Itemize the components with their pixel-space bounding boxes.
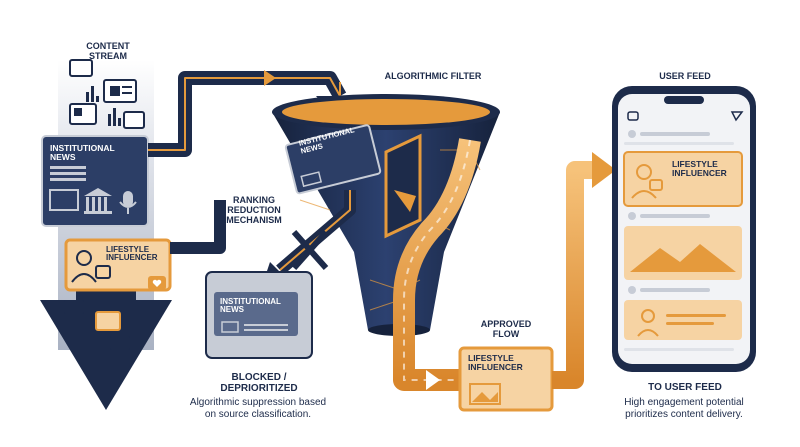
send-icon: [730, 111, 744, 122]
content-stream-label: CONTENT STREAM: [86, 41, 130, 61]
microphone-icon: [119, 191, 137, 214]
to-user-feed-title: TO USER FEED: [648, 382, 722, 393]
lifestyle-card-left-title: LIFESTYLE INFLUENCER: [106, 245, 158, 263]
stream-down-arrow: [40, 300, 172, 410]
blocked-description: Algorithmic suppression based on source …: [189, 397, 327, 420]
phone: [612, 86, 756, 372]
image-icon: [469, 383, 501, 405]
newspaper-icon: [49, 189, 79, 211]
institutional-news-card-title: INSTITUTIONAL NEWS: [50, 143, 115, 162]
small-card-icon-2: [95, 311, 121, 331]
person-icon: [76, 250, 92, 266]
building-icon: [84, 188, 112, 214]
small-card-icon-3: [110, 336, 130, 350]
camera-app-icon: [627, 111, 639, 121]
lifestyle-influencer-card-left: [64, 238, 172, 292]
to-user-feed-description: High engagement potential prioritizes co…: [624, 397, 744, 420]
camera-icon: [95, 265, 111, 279]
small-card-icon-1: [64, 300, 84, 314]
stream-chart-icons: [69, 59, 145, 129]
institutional-news-card: [41, 135, 149, 227]
block-x-icon: [291, 230, 329, 270]
ranking-reduction-label: RANKING REDUCTION MECHANISM: [226, 195, 282, 225]
blocked-box: [205, 271, 313, 359]
approved-flow-label: APPROVED FLOW: [480, 319, 532, 339]
approved-card-title: LIFESTYLE INFLUENCER: [468, 353, 523, 372]
phone-card-title: LIFESTYLE INFLUENCER: [672, 159, 727, 178]
blocked-card-title: INSTITUTIONAL NEWS: [220, 297, 281, 315]
orange-feed-flow: [552, 161, 598, 389]
blocked-title: BLOCKED / DEPRIORITIZED: [220, 372, 298, 394]
institutional-news-card-tilted: [284, 124, 382, 195]
filter-gate: [384, 133, 422, 239]
algorithmic-filter-label: ALGORITHMIC FILTER: [384, 71, 482, 81]
content-stream-column: [40, 60, 172, 410]
user-feed-label: USER FEED: [659, 71, 711, 81]
